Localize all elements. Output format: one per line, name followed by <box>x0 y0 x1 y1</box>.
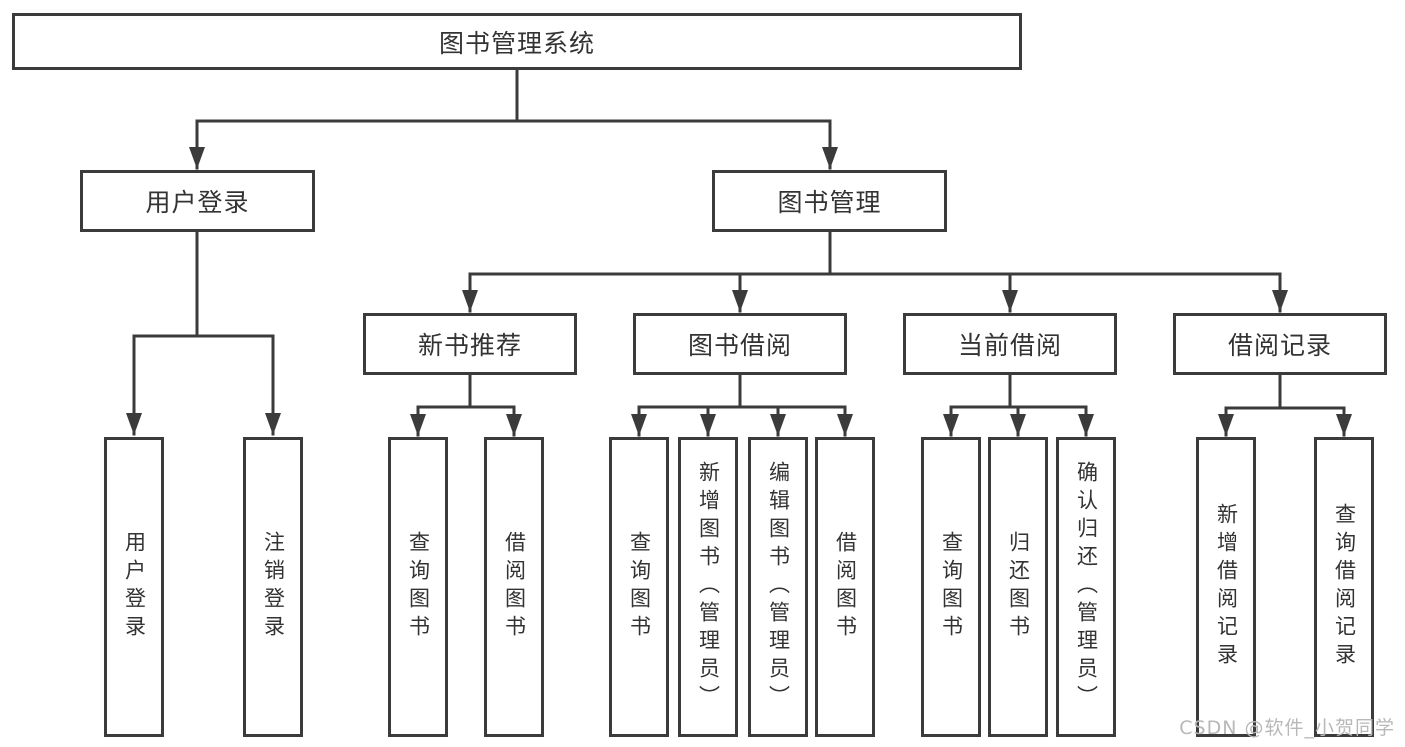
leaf-bw-query-books-label: 查询图书 <box>627 531 652 643</box>
node-borrow-records-label: 借阅记录 <box>1227 331 1332 360</box>
leaf-logout: 注销登录 <box>243 437 303 737</box>
leaf-bw-add-books-admin-label: 新增图书（管理员） <box>696 461 721 713</box>
node-current-borrow: 当前借阅 <box>903 313 1117 375</box>
leaf-cur-query-books: 查询图书 <box>921 437 981 737</box>
node-book-borrow-label: 图书借阅 <box>687 331 792 360</box>
node-new-book-recommend-label: 新书推荐 <box>417 331 522 360</box>
leaf-nb-query-books-label: 查询图书 <box>406 531 431 643</box>
leaf-bw-edit-books-admin: 编辑图书（管理员） <box>748 437 808 737</box>
leaf-user-login: 用户登录 <box>104 437 164 737</box>
leaf-bw-borrow-books: 借阅图书 <box>815 437 875 737</box>
connector-borrow-branch <box>637 373 847 409</box>
leaf-bw-borrow-books-label: 借阅图书 <box>833 531 858 643</box>
connector-book-mgmt-branch <box>468 230 1282 276</box>
leaf-nb-query-books: 查询图书 <box>388 437 448 737</box>
node-root-system: 图书管理系统 <box>12 13 1022 70</box>
node-new-book-recommend: 新书推荐 <box>363 313 577 375</box>
connector-root-branch <box>195 68 832 123</box>
connector-records-branch <box>1224 373 1346 410</box>
leaf-rec-add-record: 新增借阅记录 <box>1196 437 1256 737</box>
leaf-cur-return-books: 归还图书 <box>988 437 1048 737</box>
node-book-management-label: 图书管理 <box>777 188 882 217</box>
node-user-login-label: 用户登录 <box>145 188 250 217</box>
leaf-bw-edit-books-admin-label: 编辑图书（管理员） <box>766 461 791 713</box>
node-current-borrow-label: 当前借阅 <box>957 331 1062 360</box>
leaf-cur-confirm-return-admin-label: 确认归还（管理员） <box>1074 461 1099 713</box>
leaf-rec-query-record-label: 查询借阅记录 <box>1332 503 1357 671</box>
node-user-login: 用户登录 <box>80 170 315 232</box>
connector-user-login-branch <box>132 230 275 338</box>
leaf-nb-borrow-books-label: 借阅图书 <box>502 531 527 643</box>
connector-current-branch <box>949 373 1088 409</box>
leaf-user-login-label: 用户登录 <box>122 531 147 643</box>
node-book-borrow: 图书借阅 <box>633 313 847 375</box>
leaf-bw-add-books-admin: 新增图书（管理员） <box>678 437 738 737</box>
leaf-nb-borrow-books: 借阅图书 <box>484 437 544 737</box>
leaf-logout-label: 注销登录 <box>261 531 286 643</box>
leaf-rec-query-record: 查询借阅记录 <box>1314 437 1374 737</box>
leaf-cur-return-books-label: 归还图书 <box>1006 531 1031 643</box>
leaf-bw-query-books: 查询图书 <box>609 437 669 737</box>
node-book-management: 图书管理 <box>712 170 947 232</box>
leaf-cur-confirm-return-admin: 确认归还（管理员） <box>1056 437 1116 737</box>
node-root-label: 图书管理系统 <box>438 28 595 58</box>
leaf-rec-add-record-label: 新增借阅记录 <box>1214 503 1239 671</box>
connector-new-books-branch <box>416 373 516 409</box>
leaf-cur-query-books-label: 查询图书 <box>939 531 964 643</box>
node-borrow-records: 借阅记录 <box>1173 313 1387 375</box>
